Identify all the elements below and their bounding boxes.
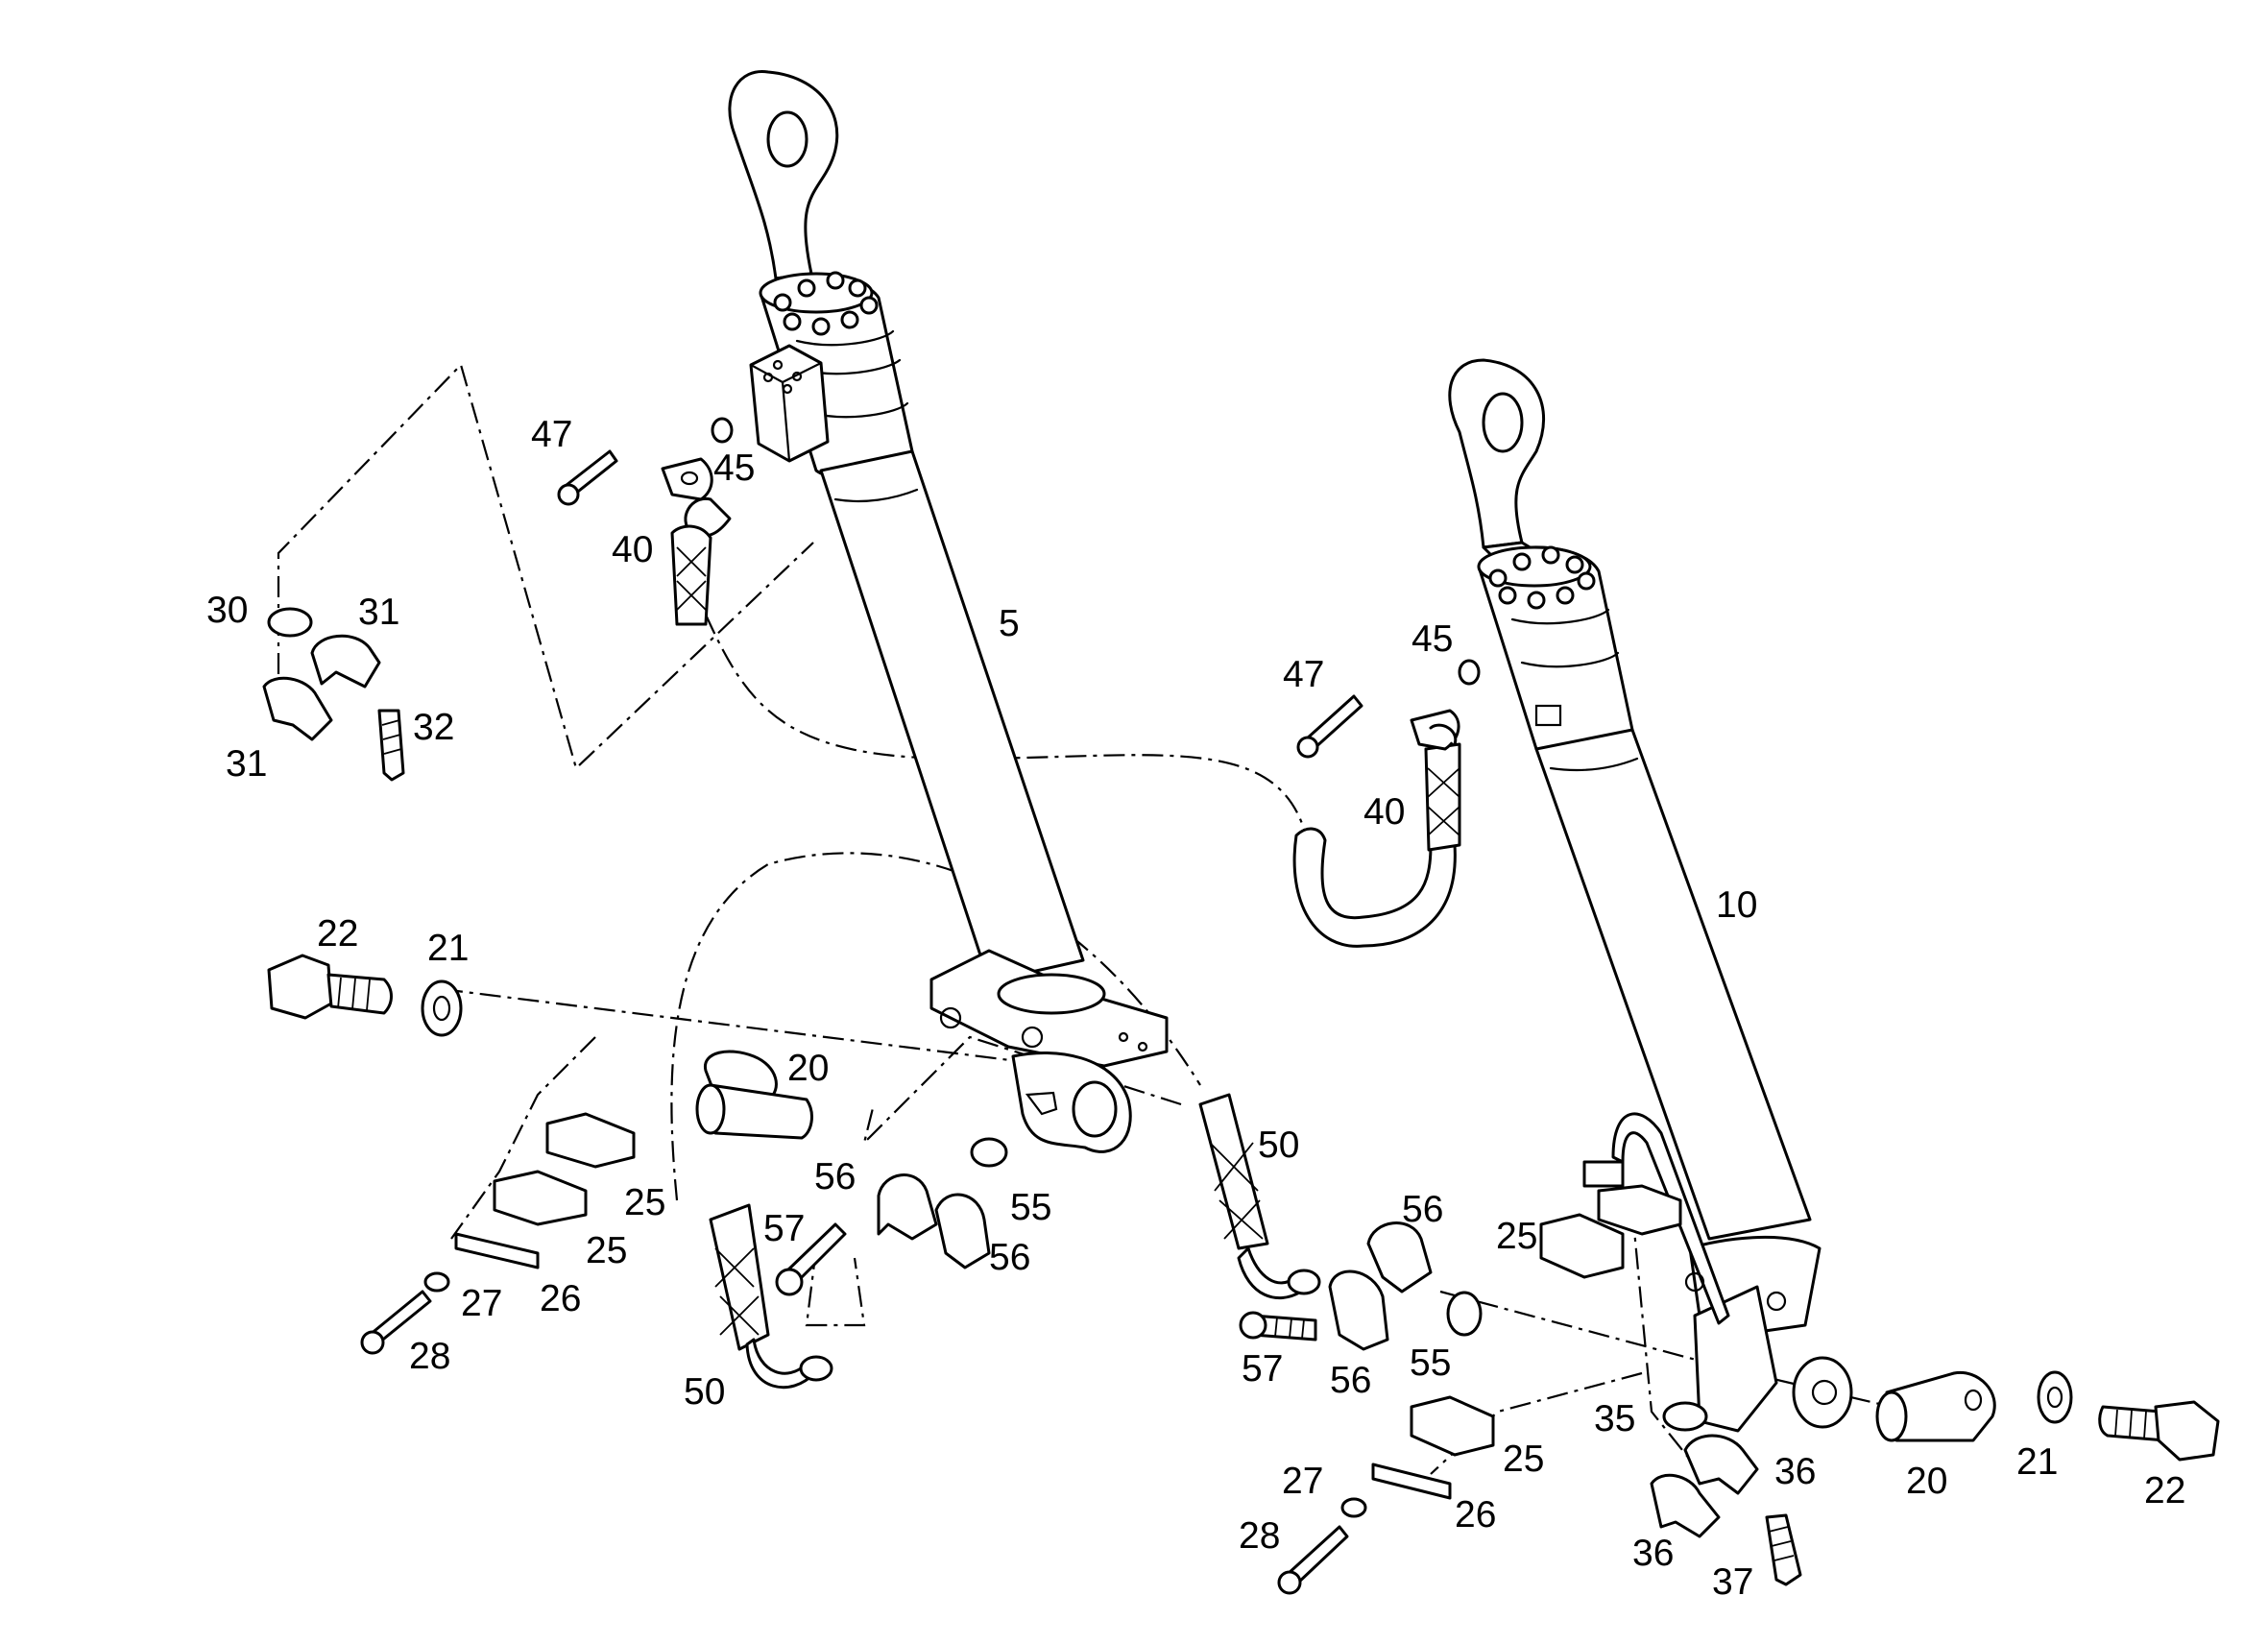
- callout-31: 31: [358, 592, 399, 633]
- callout-47: 47: [531, 414, 572, 455]
- callout-20: 20: [787, 1048, 829, 1089]
- callout-27: 27: [1282, 1461, 1323, 1502]
- callout-28: 28: [1239, 1515, 1280, 1557]
- callout-labels: 5 10 47 45 40 30 31 31 32 45 47 40 22 21…: [206, 414, 2185, 1603]
- callout-56: 56: [814, 1156, 856, 1197]
- hose-assembly-40-upper: [661, 457, 732, 626]
- callout-30: 30: [206, 590, 248, 631]
- callout-45: 45: [713, 447, 755, 489]
- callout-21: 21: [427, 928, 469, 969]
- callout-25: 25: [624, 1182, 665, 1223]
- callout-57: 57: [763, 1208, 805, 1249]
- hose-assembly-40-lower: [1292, 709, 1461, 948]
- callout-21: 21: [2016, 1441, 2058, 1483]
- callout-28: 28: [409, 1336, 450, 1377]
- callout-40: 40: [1363, 791, 1405, 833]
- callout-36: 36: [1632, 1533, 1674, 1574]
- callout-47: 47: [1283, 654, 1324, 695]
- callout-50: 50: [684, 1371, 725, 1413]
- callout-22: 22: [317, 913, 358, 955]
- hose-assembly-50-right: [1198, 1093, 1321, 1300]
- callout-32: 32: [413, 707, 454, 748]
- callout-27: 27: [461, 1283, 502, 1324]
- callout-31: 31: [226, 743, 267, 785]
- callout-56: 56: [1330, 1360, 1371, 1401]
- hydraulic-cylinder-5: [728, 69, 1169, 1153]
- callout-35: 35: [1594, 1398, 1635, 1439]
- callout-25: 25: [1496, 1216, 1537, 1257]
- callout-50: 50: [1258, 1124, 1299, 1166]
- callout-5: 5: [999, 603, 1020, 644]
- callout-22: 22: [2144, 1470, 2185, 1511]
- callout-45: 45: [1411, 618, 1453, 660]
- callout-37: 37: [1712, 1561, 1753, 1603]
- callout-26: 26: [1455, 1494, 1496, 1535]
- callout-36: 36: [1774, 1451, 1816, 1492]
- callout-57: 57: [1242, 1348, 1283, 1390]
- parts-right-cluster: [1239, 659, 2220, 1595]
- callout-40: 40: [612, 529, 653, 570]
- hose-assembly-50-left: [709, 1203, 833, 1390]
- callout-20: 20: [1906, 1461, 1947, 1502]
- callout-25: 25: [586, 1230, 627, 1271]
- callout-25: 25: [1503, 1438, 1544, 1480]
- callout-55: 55: [1010, 1187, 1051, 1228]
- callout-26: 26: [540, 1278, 581, 1319]
- callout-10: 10: [1716, 884, 1757, 926]
- parts-left-cluster: [262, 417, 1008, 1355]
- callout-55: 55: [1410, 1342, 1451, 1384]
- callout-56: 56: [989, 1237, 1030, 1278]
- callout-56: 56: [1402, 1189, 1443, 1230]
- hydraulic-cylinder-10: [1448, 358, 1853, 1433]
